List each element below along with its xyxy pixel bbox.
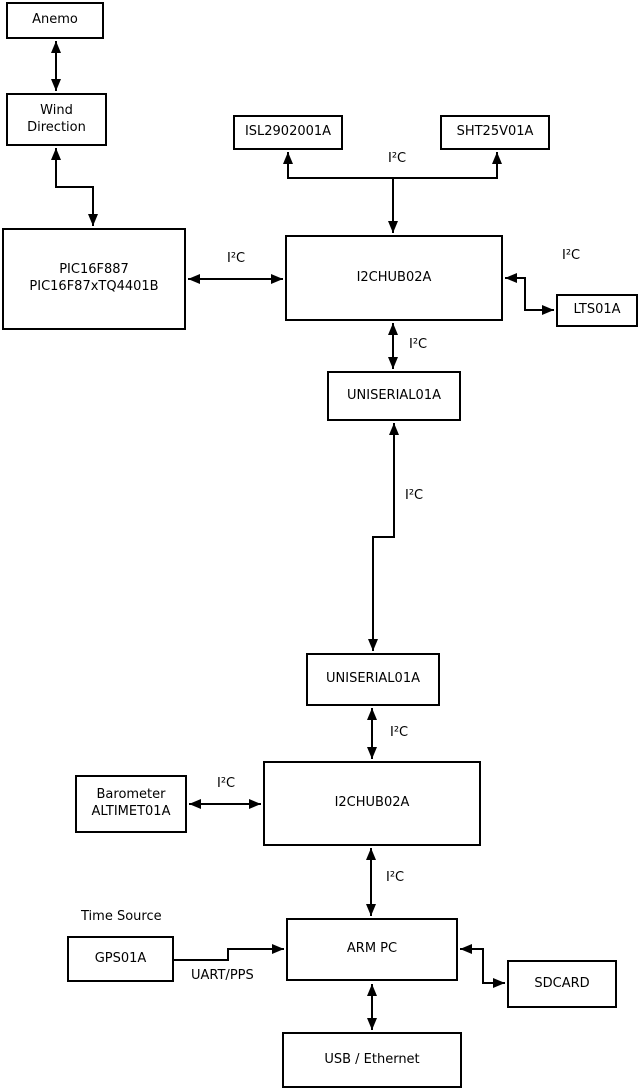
edge-label-uart-pps: UART/PPS <box>191 968 254 983</box>
node-i2chub02a-2: I2CHUB02A <box>263 761 481 846</box>
node-usb-ethernet-label: USB / Ethernet <box>324 1051 420 1067</box>
node-anemo: Anemo <box>6 2 104 39</box>
node-sht25v01a-label: SHT25V01A <box>456 124 534 140</box>
node-sht25v01a: SHT25V01A <box>440 115 550 150</box>
node-barometer-altimet01a: Barometer ALTIMET01A <box>75 775 187 833</box>
edge-label-time-source: Time Source <box>81 909 162 924</box>
edge-label-i2c-hub2-armpc: I²C <box>386 870 405 885</box>
edge-label-i2c-uniserial-link: I²C <box>405 488 424 503</box>
node-pic16f887-label-line1: PIC16F887 <box>59 262 129 278</box>
edge-label-i2c-hub1-uniserial1: I²C <box>409 337 428 352</box>
edge-label-i2c-uniserial2-hub2: I²C <box>390 725 409 740</box>
node-wind-direction: Wind Direction <box>6 93 107 146</box>
node-wind-direction-label-line1: Wind <box>40 102 73 118</box>
node-sdcard: SDCARD <box>507 960 617 1008</box>
node-isl2902001a: ISL2902001A <box>233 115 343 150</box>
edge-label-i2c-barometer-hub2: I²C <box>217 776 236 791</box>
connector-uniserial1-uniserial2 <box>368 423 399 651</box>
node-i2chub02a-1: I2CHUB02A <box>285 235 503 321</box>
node-wind-direction-label-line2: Direction <box>27 119 86 135</box>
node-pic16f887-label-line2: PIC16F87xTQ4401B <box>29 279 159 294</box>
connector-hub1-lts <box>505 273 554 315</box>
connector-armpc-sdcard <box>460 944 505 988</box>
edge-label-i2c-sensors-bus: I²C <box>388 151 407 166</box>
node-usb-ethernet: USB / Ethernet <box>282 1032 462 1088</box>
node-arm-pc: ARM PC <box>286 918 458 981</box>
node-uniserial01a-1: UNISERIAL01A <box>327 371 461 421</box>
node-sdcard-label: SDCARD <box>534 975 590 991</box>
node-isl2902001a-label: ISL2902001A <box>244 124 332 140</box>
node-i2chub02a-1-label: I2CHUB02A <box>356 269 432 285</box>
node-barometer-label-line2: ALTIMET01A <box>91 804 171 819</box>
edge-label-i2c-hub1-lts: I²C <box>562 248 581 263</box>
node-i2chub02a-2-label: I2CHUB02A <box>334 795 410 811</box>
node-barometer-label-line1: Barometer <box>96 787 166 803</box>
node-gps01a-label: GPS01A <box>94 950 147 966</box>
node-uniserial01a-2-label: UNISERIAL01A <box>326 671 420 687</box>
edge-label-i2c-pic-hub1: I²C <box>227 251 246 266</box>
node-lts01a-label: LTS01A <box>573 302 621 318</box>
node-uniserial01a-2: UNISERIAL01A <box>306 653 440 706</box>
node-gps01a: GPS01A <box>67 936 174 982</box>
node-lts01a: LTS01A <box>556 294 638 327</box>
node-anemo-label: Anemo <box>32 12 78 28</box>
node-arm-pc-label: ARM PC <box>346 941 398 957</box>
node-pic16f887: PIC16F887 PIC16F87xTQ4401B <box>2 228 186 330</box>
node-uniserial01a-1-label: UNISERIAL01A <box>347 387 441 403</box>
connector-winddirection-pic <box>51 148 98 226</box>
connector-gps-armpc <box>174 944 284 961</box>
